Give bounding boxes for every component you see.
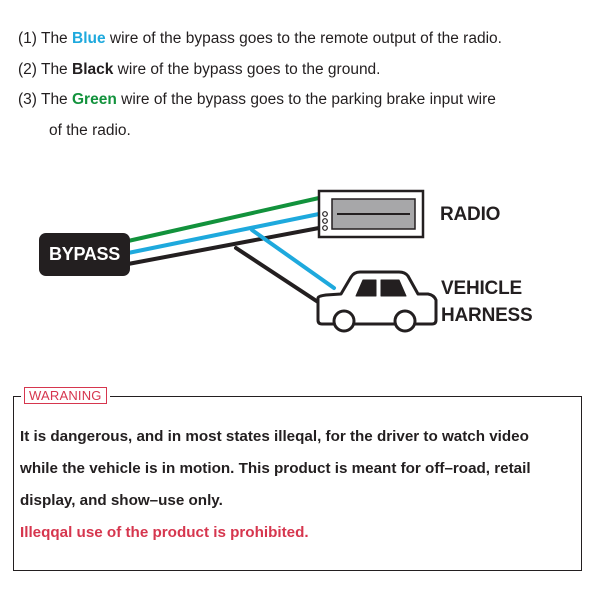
wiring-instructions: (1) The Blue wire of the bypass goes to … [18, 24, 588, 146]
blue-wire-branch [250, 228, 336, 290]
warning-tag-text: WARANING [24, 387, 107, 404]
black-wire-branch [234, 246, 320, 304]
warning-line-2: while the vehicle is in motion. This pro… [20, 460, 531, 477]
radio-unit-icon [317, 189, 425, 239]
instruction-blue-wire: (1) The Blue wire of the bypass goes to … [18, 30, 502, 47]
warning-box: WARANING It is dangerous, and in most st… [13, 387, 582, 571]
instruction-green-wire: (3) The Green wire of the bypass goes to… [18, 91, 496, 108]
vehicle-label: VEHICLE [441, 278, 522, 299]
warning-line-prohibited: Illeqqal use of the product is prohibite… [20, 524, 309, 541]
instruction-green-wire-continued: of the radio. [49, 121, 131, 139]
harness-label: HARNESS [441, 305, 533, 326]
green-wire [126, 196, 321, 243]
blue-color-word: Blue [72, 30, 106, 47]
black-color-word: Black [72, 60, 114, 78]
black-wire [126, 226, 321, 266]
instruction-black-wire: (2) The Black wire of the bypass goes to… [18, 60, 381, 78]
warning-line-3: display, and show–use only. [20, 492, 223, 509]
warning-line-1: It is dangerous, and in most states ille… [20, 428, 529, 445]
green-color-word: Green [72, 91, 117, 108]
wiring-diagram [126, 189, 438, 333]
wires [126, 196, 336, 304]
warning-text: It is dangerous, and in most states ille… [20, 421, 580, 549]
bypass-module: BYPASS [39, 233, 130, 276]
car-icon [316, 270, 438, 333]
radio-label: RADIO [440, 204, 501, 225]
bypass-label: BYPASS [49, 244, 120, 264]
blue-wire [126, 212, 321, 255]
warning-tag: WARANING [21, 387, 110, 405]
